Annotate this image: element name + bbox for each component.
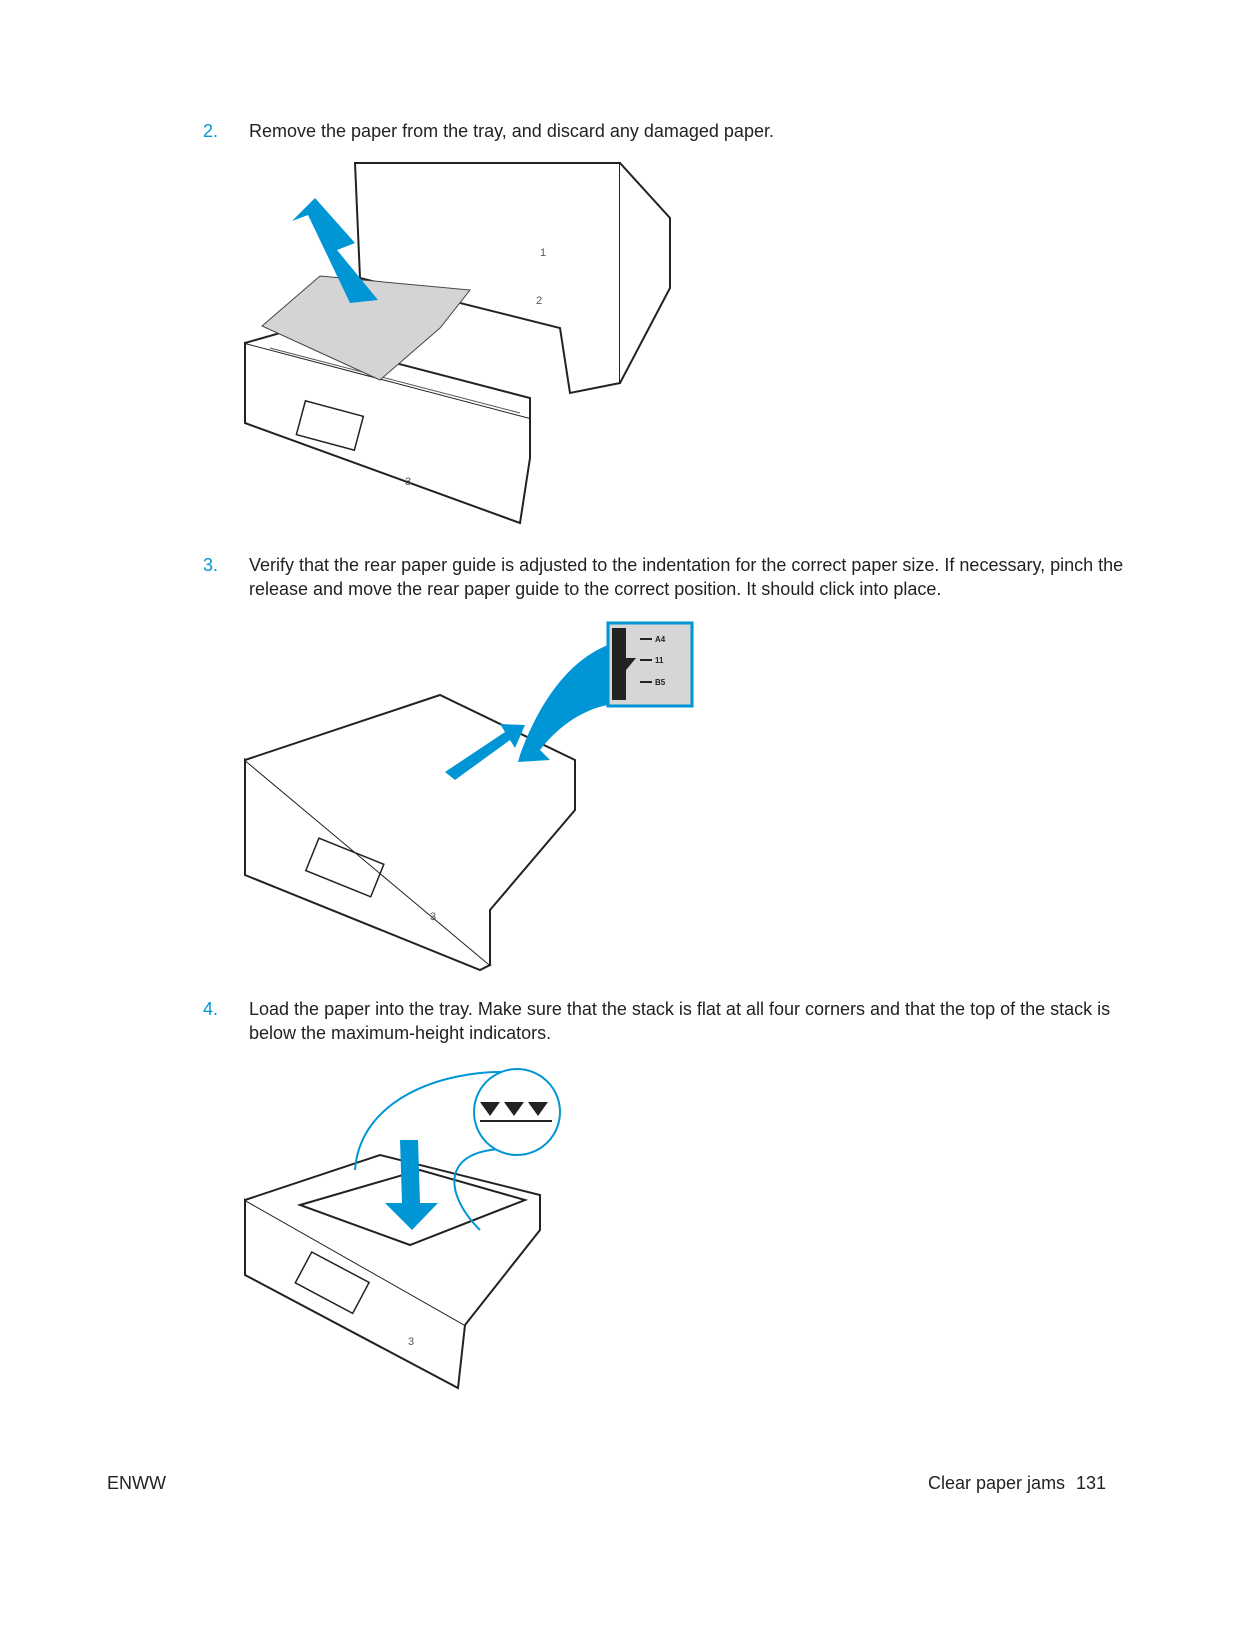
step-text: Verify that the rear paper guide is adju… <box>249 555 1124 599</box>
step-text: Load the paper into the tray. Make sure … <box>249 999 1111 1043</box>
arrow-icon <box>445 724 525 780</box>
step-number: 4. <box>203 999 219 1019</box>
callout-pointer <box>518 645 608 762</box>
tray-number: 1 <box>540 247 546 259</box>
step-number: 3. <box>203 555 219 575</box>
load-paper-illustration: 3 <box>244 1068 561 1390</box>
max-height-callout <box>473 1068 561 1156</box>
footer-left: ENWW <box>107 1473 166 1493</box>
size-label: B5 <box>655 678 666 687</box>
rear-guide-illustration: 3 A4 11 B5 <box>244 621 694 972</box>
size-label: 11 <box>655 656 664 665</box>
max-height-indicator-icon <box>480 1102 552 1122</box>
tray-number: 2 <box>536 295 542 307</box>
arrow-up-icon <box>292 198 378 303</box>
step-text: Remove the paper from the tray, and disc… <box>249 121 774 141</box>
footer-section: Clear paper jams <box>928 1473 1066 1493</box>
tray-number: 3 <box>405 476 411 488</box>
tray-number: 3 <box>408 1336 414 1348</box>
size-label: A4 <box>655 635 666 644</box>
tray-number: 3 <box>430 911 436 923</box>
remove-paper-illustration: 1 2 3 <box>244 162 671 525</box>
arrow-down-icon <box>385 1140 438 1230</box>
page-number: 131 <box>1076 1473 1107 1493</box>
step-number: 2. <box>203 121 219 141</box>
